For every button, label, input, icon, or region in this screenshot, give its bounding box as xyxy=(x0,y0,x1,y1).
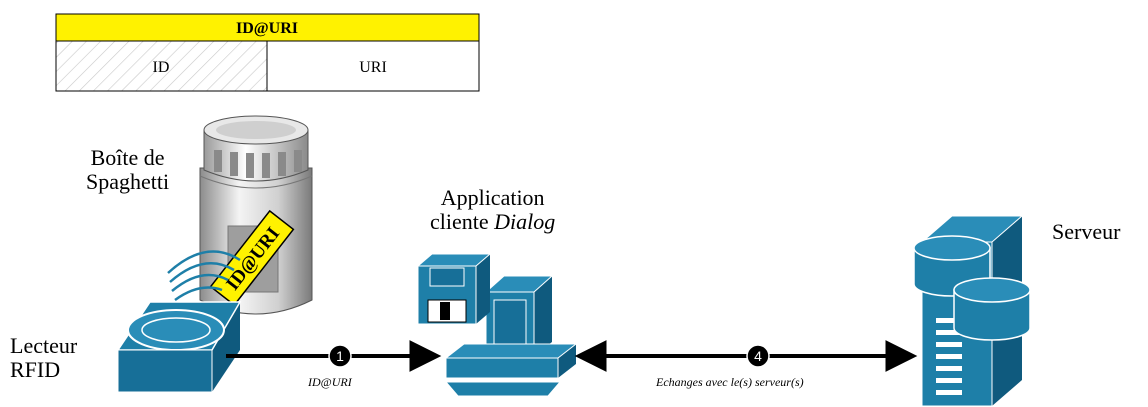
server-icon xyxy=(913,215,1031,407)
client-app-label: Application cliente Dialog xyxy=(430,186,555,234)
step-4-caption: Echanges avec le(s) serveur(s) xyxy=(656,375,804,389)
rfid-reader-label-line2: RFID xyxy=(10,357,61,382)
table-cell-uri: URI xyxy=(359,59,387,76)
step-1-caption: ID@URI xyxy=(308,375,352,389)
rfid-reader-icon xyxy=(116,301,242,393)
id-uri-table: ID@URI ID URI xyxy=(55,13,480,92)
client-app-label-line2: cliente Dialog xyxy=(430,210,555,234)
spaghetti-box-label: Boîte de Spaghetti xyxy=(86,146,169,194)
table-header: ID@URI xyxy=(236,20,298,37)
client-app-label-prefix: cliente xyxy=(430,209,495,234)
table-uri-cell xyxy=(266,40,480,92)
rfid-reader-label-line1: Lecteur xyxy=(10,333,78,358)
table-header-cell xyxy=(55,13,480,42)
rfid-reader-label: Lecteur RFID xyxy=(10,334,77,382)
computer-icon xyxy=(444,275,578,397)
table-cell-id: ID xyxy=(153,59,170,76)
client-app-label-line1: Application xyxy=(440,185,545,210)
step-marker-4: 4 xyxy=(746,344,770,368)
step-number: 1 xyxy=(336,348,344,364)
spaghetti-box-label-line2: Spaghetti xyxy=(86,169,170,194)
spaghetti-box-label-line1: Boîte de xyxy=(90,145,165,170)
client-app-label-italic: Dialog xyxy=(494,209,556,234)
database-icon xyxy=(953,277,1031,341)
server-label: Serveur xyxy=(1052,219,1121,244)
floppy-disk-icon xyxy=(416,253,492,325)
table-id-cell xyxy=(55,40,268,92)
step-number: 4 xyxy=(754,348,762,364)
step-marker-1: 1 xyxy=(328,344,352,368)
radio-waves-icon xyxy=(167,250,241,302)
